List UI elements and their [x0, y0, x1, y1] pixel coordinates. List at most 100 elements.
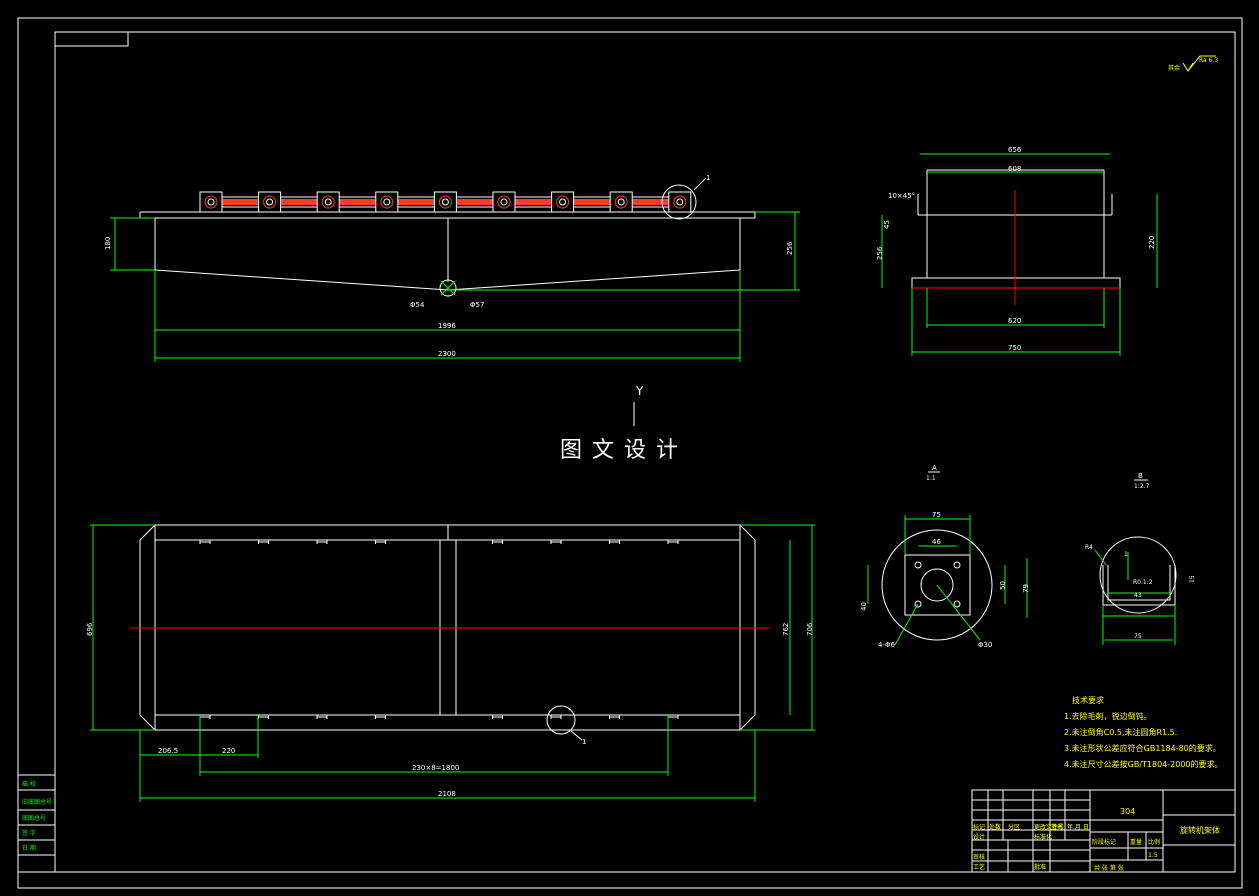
- detail-ref: 1: [706, 174, 710, 182]
- dim-2300: 2300: [438, 350, 456, 358]
- tb-review: 审核: [973, 853, 985, 861]
- front-view: 1 180 256 1996 2300 Φ54 Φ57: [104, 174, 800, 362]
- plan-tick: [199, 540, 211, 544]
- detail-b-scale: 1:2.7: [1134, 483, 1150, 490]
- plan-tick: [492, 540, 503, 544]
- dim-220-plan: 220: [222, 747, 235, 755]
- dim-a-75: 75: [932, 511, 941, 519]
- plan-tick: [667, 540, 679, 544]
- tb-part-name: 旋转机架体: [1180, 825, 1220, 835]
- roughness-symbol: 其余 Ra 6.3: [1168, 55, 1218, 72]
- dim-b-75: 75: [1134, 633, 1142, 640]
- dim-a-50: 50: [999, 581, 1007, 590]
- dim-45: 45: [883, 220, 891, 229]
- dim-b-15: 15: [1189, 575, 1196, 583]
- stamp-label: 签 字: [22, 829, 36, 837]
- plan-tick: [375, 715, 386, 719]
- dim-phi54: Φ54: [410, 301, 425, 309]
- dim-220: 220: [1148, 236, 1156, 249]
- bolt-block: [492, 191, 516, 213]
- bolt-block: [609, 191, 633, 213]
- detail-b: B 1:2.7 R4 1 R0.1:2 43 75 15: [1085, 472, 1196, 645]
- axis-marker: Y: [633, 384, 644, 426]
- axis-label: Y: [635, 384, 644, 398]
- tb-approve: 批准: [1034, 863, 1046, 871]
- dim-a-phi30: Φ30: [978, 641, 992, 649]
- tb-ratio: 比例: [1148, 838, 1160, 846]
- bolt-block: [375, 191, 399, 213]
- roughness-value: Ra 6.3: [1199, 57, 1218, 64]
- plan-tick: [609, 540, 620, 544]
- stamp-label: 底图总号: [22, 814, 46, 822]
- tb-designer: 设计: [973, 833, 985, 841]
- left-stamp-labels: 描 校 旧底图总号 底图总号 签 字 日 期: [22, 780, 52, 852]
- detail-a: A 1:1 75 46 40 50 79 4-Φ6 Φ30: [860, 464, 1030, 649]
- tech-note-item: 3.未注形状公差应符合GB1184-80的要求。: [1064, 743, 1221, 753]
- dim-a-holes: 4-Φ6: [878, 641, 895, 649]
- front-dimensions: [110, 211, 800, 362]
- bolt-block: [316, 191, 340, 213]
- tech-notes-title: 技术要求: [1072, 695, 1104, 705]
- tb-material: 304: [1120, 807, 1135, 816]
- caption-text: 图文设计: [560, 438, 689, 463]
- stamp-label: 旧底图总号: [22, 798, 52, 806]
- dim-2108: 2108: [438, 790, 456, 798]
- tb-mark: 标记: [973, 823, 985, 831]
- dim-b-1: 1: [1124, 551, 1128, 558]
- plan-tick: [550, 540, 562, 544]
- tb-change: 更改文件号: [1034, 823, 1064, 831]
- tb-standard: 标准化: [1034, 833, 1052, 841]
- dim-b-43: 43: [1134, 592, 1142, 599]
- bolt-block: [258, 191, 282, 213]
- dim-chamfer: 10×45°: [888, 192, 915, 200]
- drawing-frame: [17, 17, 1243, 889]
- dim-750: 750: [1008, 344, 1021, 352]
- dim-696: 696: [86, 622, 94, 636]
- plan-tick: [550, 715, 562, 719]
- plan-ticks: [199, 540, 679, 719]
- dim-620: 620: [1008, 317, 1021, 325]
- dim-206: 206.5: [158, 747, 178, 755]
- dim-a-79: 79: [1022, 584, 1030, 593]
- bolt-block: [551, 191, 575, 213]
- tb-date: 年.月.日: [1067, 823, 1089, 831]
- tech-notes: 技术要求 1.去除毛刺，锐边倒钝。 2.未注倒角C0.5,未注圆角R1.5. 3…: [1064, 695, 1223, 769]
- plan-tick: [316, 715, 328, 719]
- dim-180: 180: [104, 237, 112, 250]
- bolt-block: [433, 191, 457, 213]
- dim-b-r4: R4: [1085, 544, 1093, 551]
- stamp-label: 日 期: [22, 844, 36, 852]
- tb-count: 处数: [989, 823, 1001, 831]
- bolt-block: [668, 191, 692, 213]
- tech-note-item: 1.去除毛刺，锐边倒钝。: [1064, 711, 1152, 721]
- dim-256-side: 256: [876, 246, 884, 260]
- stamp-label: 描 校: [22, 780, 36, 788]
- tech-note-item: 2.未注倒角C0.5,未注圆角R1.5.: [1064, 727, 1177, 737]
- tb-zone: 分区: [1008, 823, 1020, 831]
- dim-706: 706: [806, 622, 814, 636]
- tb-sheets: 共 张 第 张: [1094, 864, 1124, 872]
- plan-tick: [609, 715, 620, 719]
- side-view: 656 608 10×45° 256 220 45 620 750: [876, 146, 1158, 356]
- plan-tick: [258, 540, 269, 544]
- bolt-block: [199, 191, 223, 213]
- dim-656: 656: [1008, 146, 1022, 154]
- dim-1996: 1996: [438, 322, 456, 330]
- dim-phi57: Φ57: [470, 301, 484, 309]
- tb-process: 工艺: [973, 863, 985, 871]
- dim-a-40: 40: [860, 602, 868, 611]
- tech-note-item: 4.未注尺寸公差按GB/T1804-2000的要求。: [1064, 759, 1223, 769]
- tb-weight: 重量: [1130, 838, 1142, 846]
- dim-a-46: 46: [932, 538, 941, 546]
- dim-762: 762: [782, 623, 790, 636]
- dim-256: 256: [786, 241, 794, 255]
- detail-a-label: A: [932, 464, 937, 472]
- bolt-blocks: [199, 191, 692, 213]
- detail-circle: [661, 184, 697, 220]
- detail-a-scale: 1:1: [926, 475, 936, 482]
- plan-tick: [492, 715, 503, 719]
- dim-pitch: 230×8=1800: [412, 764, 459, 772]
- dim-608: 608: [1008, 165, 1021, 173]
- dim-b-r01: R0.1:2: [1133, 579, 1153, 586]
